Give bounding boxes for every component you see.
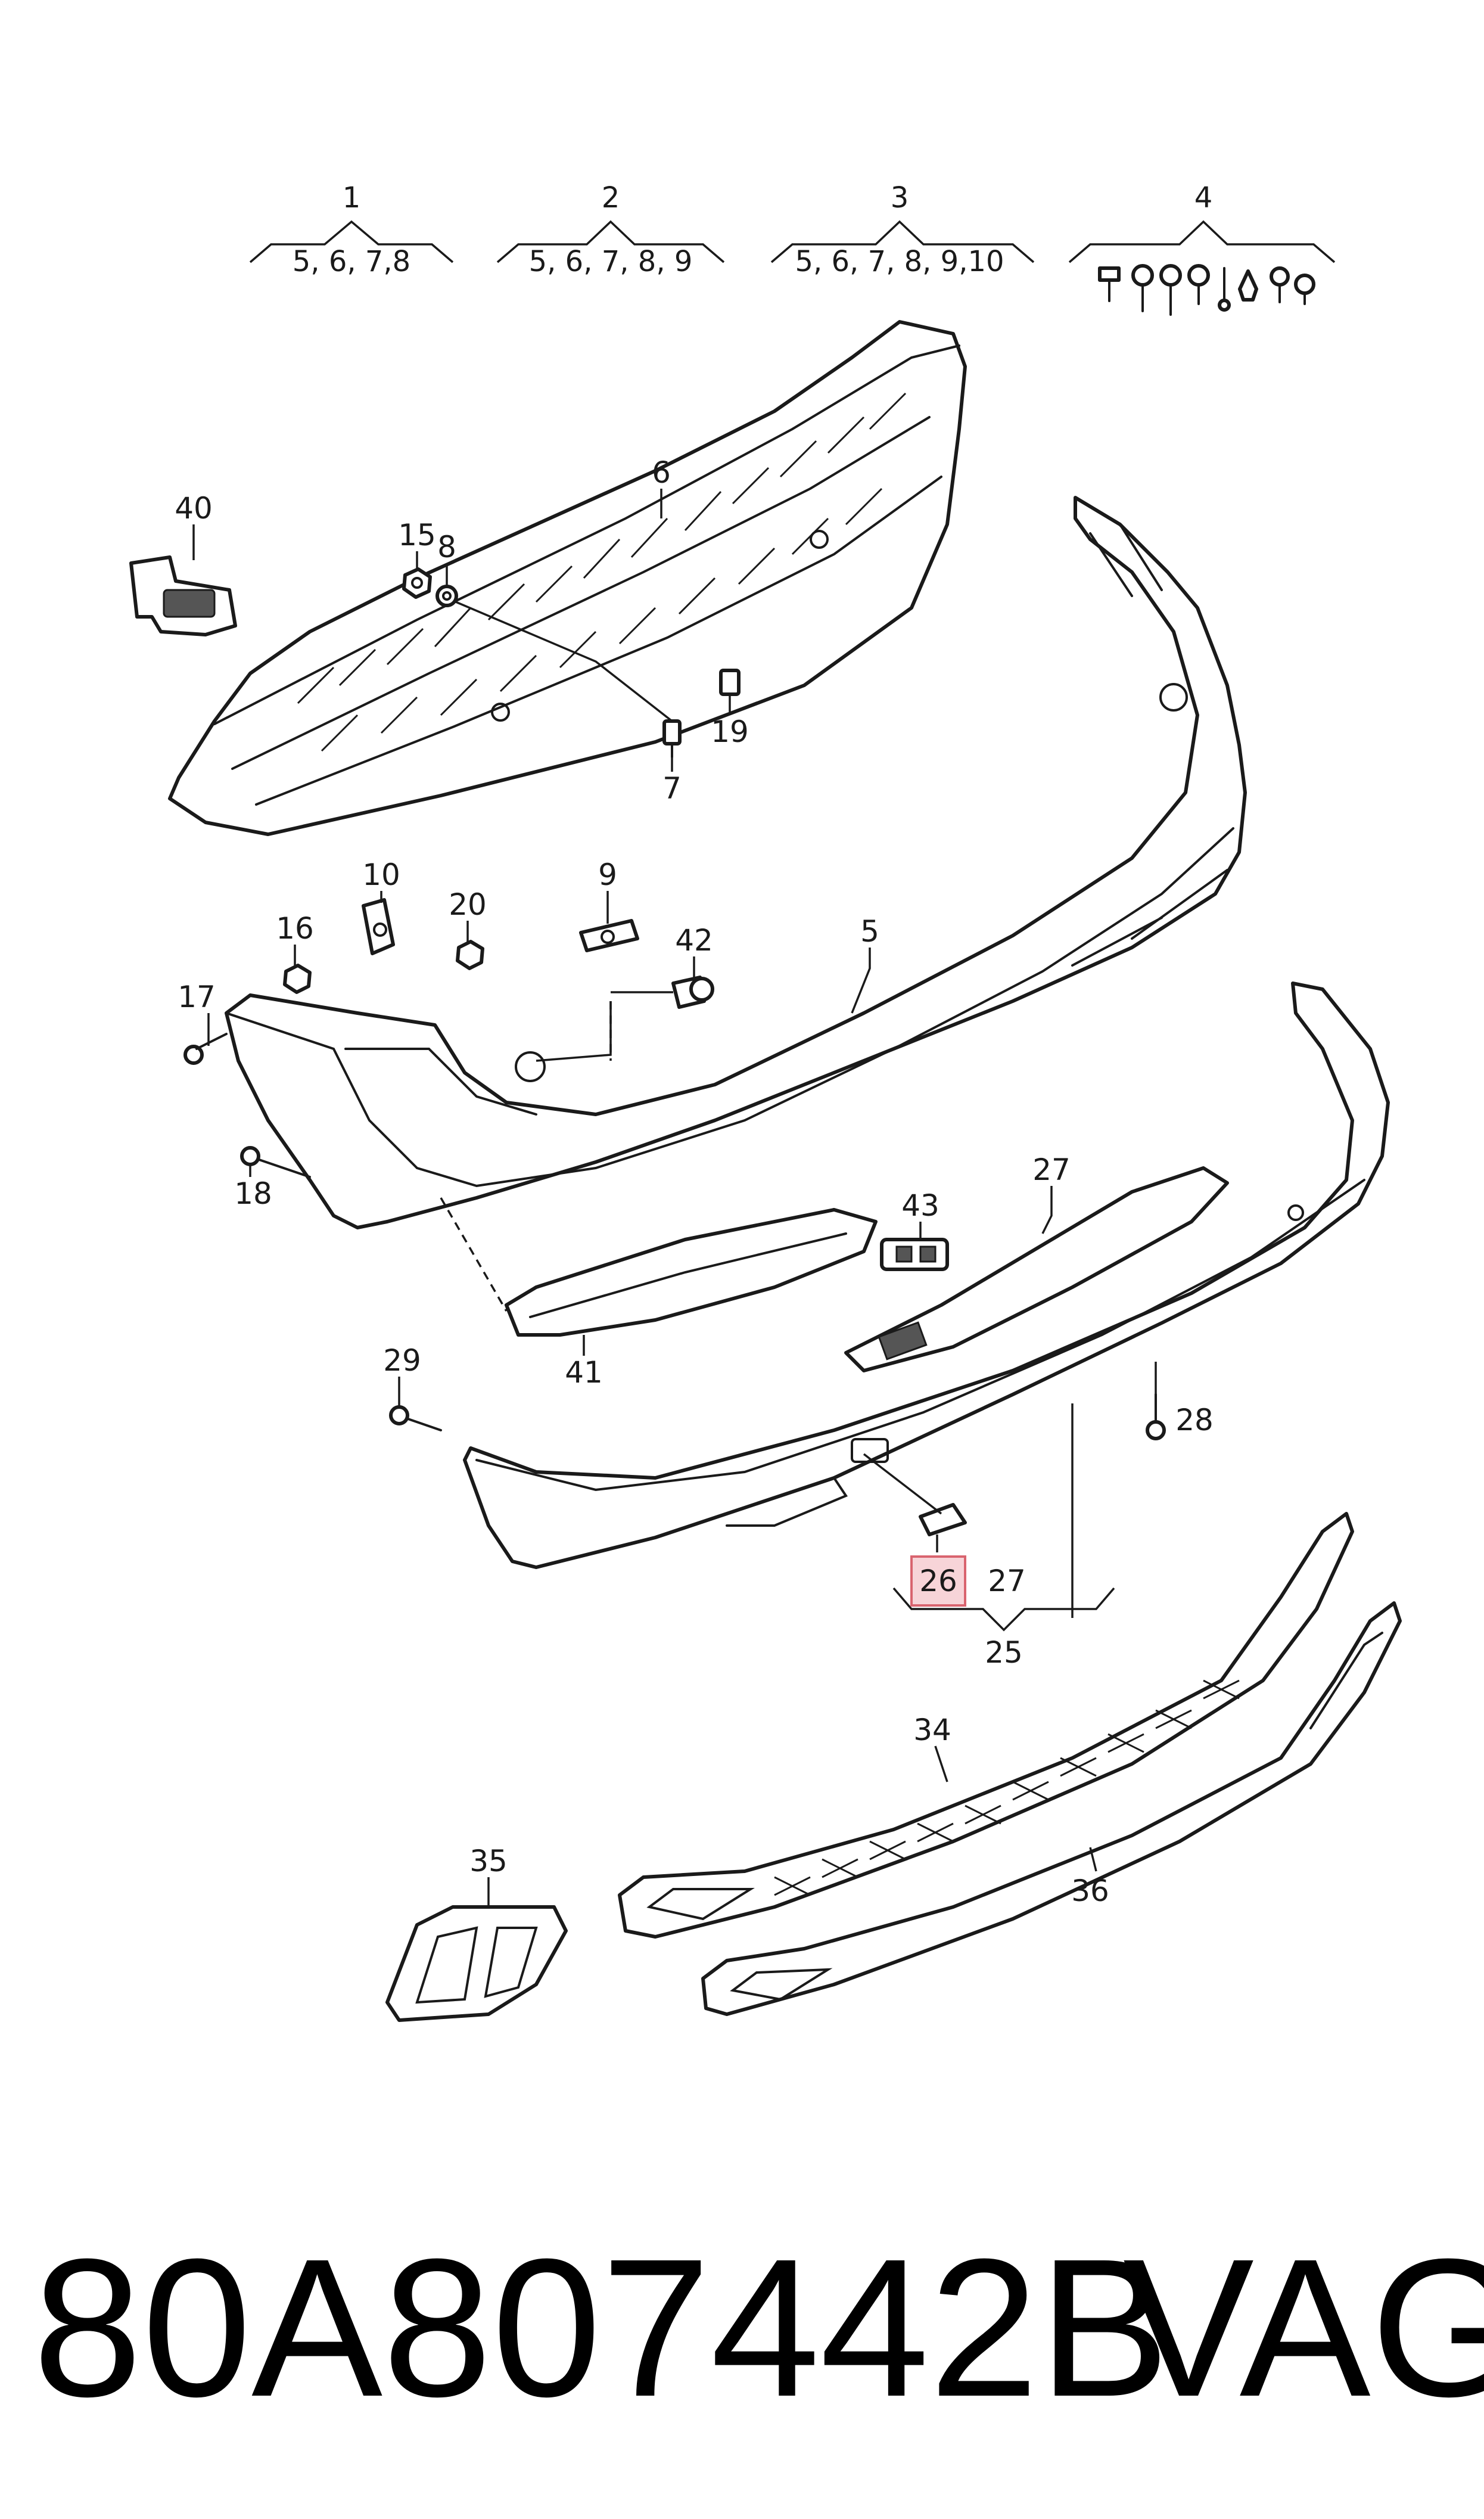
washer-part-8 [435,585,458,607]
diffuser-insert-part-27 [844,1166,1229,1372]
cover-cap-part-26 [919,1503,967,1536]
clip-part-19 [719,669,741,696]
callout-36: 36 [1071,1874,1109,1908]
dash-line [440,1197,508,1312]
callout-16: 16 [276,911,314,946]
screw-part-18 [240,1146,311,1178]
callout-41: 41 [565,1355,603,1390]
callout-28: 28 [1175,1403,1214,1437]
callout-19: 19 [711,715,749,749]
callout-42: 42 [675,923,713,958]
nut-part-15 [402,567,432,599]
part-number-caption: 80A807442B [33,2217,1169,2437]
callout-40: 40 [175,491,213,526]
screw-part-28 [1146,1393,1166,1440]
diffuser-grille-part-34 [618,1512,1354,1939]
callout-10: 10 [362,858,400,892]
callout-17: 17 [178,980,216,1014]
group-header-1: 1 5, 6, 7,8 [249,181,454,278]
bolt-part-16 [283,964,312,994]
nut-part-20 [456,940,484,970]
group-header-4: 4 [1068,181,1336,263]
callout-43: 43 [901,1188,939,1223]
callout-8: 8 [437,530,456,564]
screw-part-29 [389,1405,442,1431]
diffuser-trim-part-36 [701,1601,1402,2016]
group-contents: 5, 6, 7,8 [293,245,410,278]
clip-part-7 [662,719,682,758]
callout-35: 35 [469,1844,508,1878]
group-number: 3 [891,181,909,215]
tailpipe-trim-part-35 [385,1905,568,2022]
callout-27-insert: 27 [1032,1153,1071,1187]
group-number: 1 [343,181,361,215]
group-header-3: 3 5, 6, 7, 8, 9,10 [770,181,1035,278]
trim-strip-part-41 [505,1208,878,1337]
lower-bumper-part-25 [463,981,1390,1569]
callout-9: 9 [598,858,617,892]
callout-27-group: 27 [988,1564,1026,1598]
impact-absorber-part-6 [168,320,967,836]
callout-6: 6 [652,455,671,490]
callout-34: 34 [913,1713,951,1747]
highlight-box-26 [910,1555,966,1607]
group-number: 4 [1194,181,1213,215]
screw-part-42 [671,976,714,1009]
callout-29: 29 [383,1343,421,1378]
group-contents: 5, 6, 7, 8, 9,10 [795,245,1004,278]
callout-26: 26 [919,1564,957,1598]
bracket-part-40 [129,555,237,636]
fastener-set-icon [1098,264,1315,316]
clip-part-9 [579,919,639,952]
spreading-nut-part-10 [362,898,395,955]
brand-caption: VAG [1123,2217,1484,2437]
retaining-clip-part-43 [880,1238,949,1271]
callout-15: 15 [398,518,436,552]
group-number: 2 [602,181,620,215]
bumper-cover-upper-part-5 [225,496,1247,1229]
group-header-2: 2 5, 6, 7, 8, 9 [496,181,725,278]
screw-part-17 [183,1033,228,1065]
callout-leaders [192,489,1157,1907]
group-contents: 5, 6, 7, 8, 9 [529,245,693,278]
callout-20: 20 [449,887,487,922]
callout-18: 18 [234,1176,272,1211]
callout-labels: 6 15 8 40 19 7 10 20 9 42 5 16 17 18 43 … [175,455,1214,1908]
callout-7: 7 [662,771,682,806]
callout-25: 25 [985,1635,1023,1670]
callout-5: 5 [860,914,879,949]
